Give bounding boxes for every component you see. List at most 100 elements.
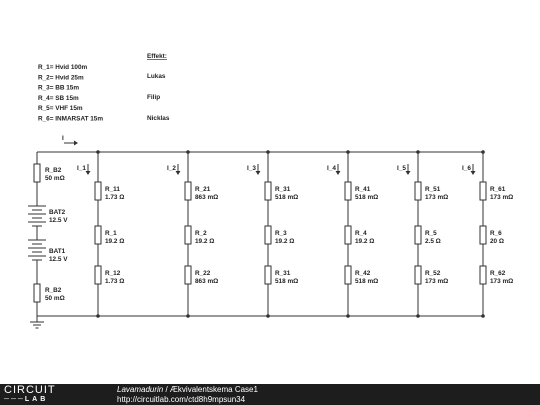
resistor-name: R_41 xyxy=(355,186,371,193)
resistor-value: 19.2 Ω xyxy=(195,238,214,245)
resistor-value: 518 mΩ xyxy=(275,194,298,201)
resistor-name: R_1 xyxy=(105,230,117,237)
resistor-name: R_51 xyxy=(425,186,441,193)
note-line: R_2= Hvid 25m xyxy=(38,74,84,81)
logo-text-top: CIRCUIT xyxy=(4,384,56,396)
junction-dot-top xyxy=(416,150,420,154)
logo-line: ─── xyxy=(4,396,25,403)
resistor-name: R_4 xyxy=(355,230,367,237)
rb2-top-value: 50 mΩ xyxy=(45,175,65,182)
branch-current-label: I_5 xyxy=(397,165,406,172)
note-line: R_3= BB 15m xyxy=(38,85,79,92)
resistor-name: R_42 xyxy=(355,270,371,277)
resistor-name: R_62 xyxy=(490,270,506,277)
resistor-value: 1.73 Ω xyxy=(105,278,124,285)
branch-resistor xyxy=(264,181,272,201)
branch-resistor xyxy=(264,265,272,285)
note-name: Nicklas xyxy=(147,115,170,122)
resistor-name: R_52 xyxy=(425,270,441,277)
resistor-name: R_6 xyxy=(490,230,502,237)
branch-resistor xyxy=(479,225,487,245)
branch-resistor xyxy=(94,265,102,285)
branch-resistor xyxy=(94,225,102,245)
resistor-value: 518 mΩ xyxy=(355,194,378,201)
resistor-name: R_31 xyxy=(275,186,291,193)
resistor-value: 518 mΩ xyxy=(275,278,298,285)
note-name: Lukas xyxy=(147,73,166,80)
branch-resistor xyxy=(479,181,487,201)
branch-resistor xyxy=(414,265,422,285)
junction-dot-top xyxy=(346,150,350,154)
resistor-name: R_61 xyxy=(490,186,506,193)
resistor-name: R_22 xyxy=(195,270,211,277)
resistor-rb2-top xyxy=(33,163,41,183)
branch-resistor xyxy=(344,265,352,285)
branch-current-label: I_1 xyxy=(77,165,86,172)
resistor-value: 2.5 Ω xyxy=(425,238,441,245)
junction-dot-bottom xyxy=(266,314,270,318)
circuit-url[interactable]: http://circuitlab.com/ctd8h9mpsun34 xyxy=(117,395,246,404)
note-name: Filip xyxy=(147,94,160,101)
resistor-value: 518 mΩ xyxy=(355,278,378,285)
effekt-heading: Effekt: xyxy=(147,53,167,60)
junction-dot-top xyxy=(481,150,485,154)
resistor-name: R_2 xyxy=(195,230,207,237)
branch-resistor xyxy=(184,265,192,285)
junction-dot-top xyxy=(186,150,190,154)
branch-resistor xyxy=(414,181,422,201)
resistor-value: 173 mΩ xyxy=(490,194,513,201)
junction-dot-bottom xyxy=(481,314,485,318)
title-separator: / xyxy=(163,385,170,394)
bat2-name: BAT2 xyxy=(49,209,66,216)
branch-current-label: I_3 xyxy=(247,165,256,172)
branch-resistor xyxy=(479,265,487,285)
resistor-value: 20 Ω xyxy=(490,238,504,245)
branch-resistor xyxy=(264,225,272,245)
branch-current-arrow-head xyxy=(255,171,261,175)
junction-dot-bottom xyxy=(416,314,420,318)
rb2-top-name: R_B2 xyxy=(45,167,62,174)
resistor-name: R_31 xyxy=(275,270,291,277)
wires xyxy=(36,151,484,322)
bat2-value: 12.5 V xyxy=(49,217,68,224)
resistor-name: R_3 xyxy=(275,230,287,237)
resistor-value: 19.2 Ω xyxy=(275,238,294,245)
branch-current-arrow-head xyxy=(405,171,411,175)
logo-lab: LAB xyxy=(24,396,49,403)
resistor-name: R_21 xyxy=(195,186,211,193)
author-link[interactable]: Lavamadurin xyxy=(117,385,164,394)
note-line: R_6= INMARSAT 15m xyxy=(38,116,103,123)
branch-resistor xyxy=(184,181,192,201)
circuit-title: Ækvivalentskema Case1 xyxy=(169,385,258,394)
junction-dot-bottom xyxy=(96,314,100,318)
branch-resistor xyxy=(344,181,352,201)
note-line: R_1= Hvid 100m xyxy=(38,64,88,71)
branch-current-arrow-head xyxy=(335,171,341,175)
branch-current-label: I_6 xyxy=(462,165,471,172)
branch-current-label: I_2 xyxy=(167,165,176,172)
branch-resistor xyxy=(414,225,422,245)
bat1-name: BAT1 xyxy=(49,248,66,255)
resistor-name: R_12 xyxy=(105,270,121,277)
note-line: R_4= SB 15m xyxy=(38,95,79,102)
junction-dot-top xyxy=(266,150,270,154)
circuitlab-logo[interactable]: CIRCUIT ───LAB xyxy=(4,385,94,404)
resistor-value: 19.2 Ω xyxy=(355,238,374,245)
resistor-value: 863 mΩ xyxy=(195,194,218,201)
branch-current-label: I_4 xyxy=(327,165,336,172)
resistor-rb2-bottom xyxy=(33,283,41,303)
resistor-value: 173 mΩ xyxy=(490,278,513,285)
resistor-value: 173 mΩ xyxy=(425,278,448,285)
circuit-title-line: Lavamadurin / Ækvivalentskema Case1 xyxy=(117,385,258,395)
rb2-bottom-name: R_B2 xyxy=(45,287,62,294)
resistor-name: R_11 xyxy=(105,186,120,193)
resistor-value: 173 mΩ xyxy=(425,194,448,201)
branch-resistor xyxy=(344,225,352,245)
resistor-value: 863 mΩ xyxy=(195,278,218,285)
resistor-value: 1.73 Ω xyxy=(105,194,124,201)
bat1-value: 12.5 V xyxy=(49,256,68,263)
resistor-value: 19.2 Ω xyxy=(105,238,124,245)
